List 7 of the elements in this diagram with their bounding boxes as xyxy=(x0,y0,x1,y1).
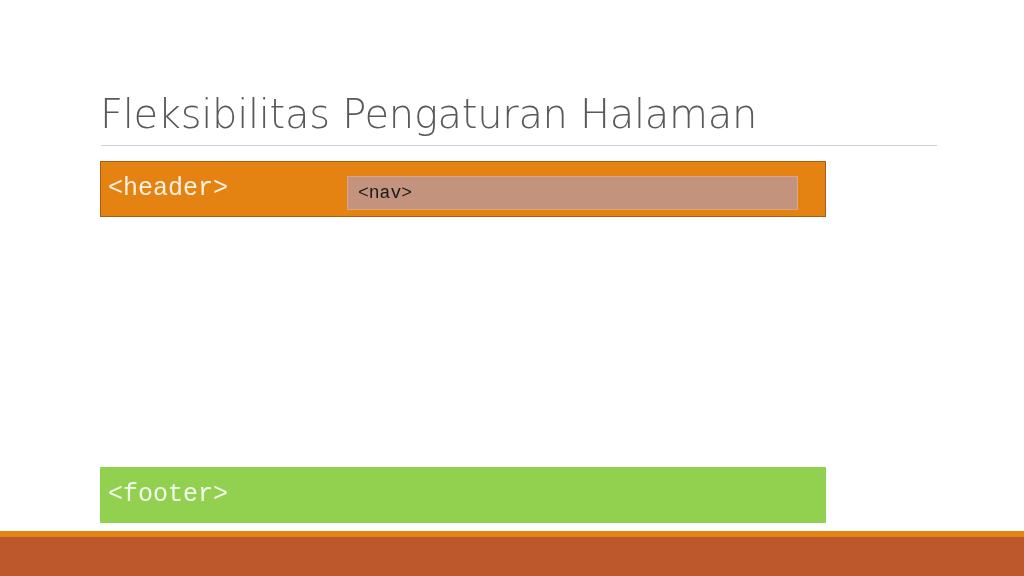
tag-label: <footer> xyxy=(108,481,229,508)
footer-region xyxy=(100,467,826,523)
nav-region xyxy=(347,176,798,210)
header-region xyxy=(100,161,826,217)
tag-label: <nav> xyxy=(358,183,412,203)
tag-label: <header> xyxy=(108,175,229,202)
slide-title: Fleksibilitas Pengaturan Halaman xyxy=(100,90,757,139)
